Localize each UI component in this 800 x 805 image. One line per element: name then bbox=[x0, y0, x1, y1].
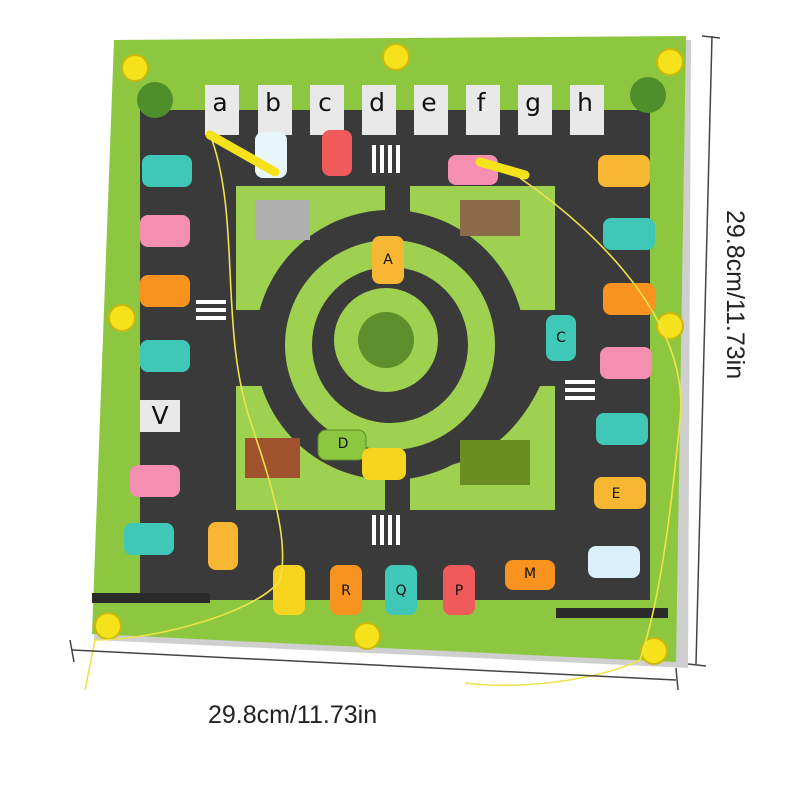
car-letter-q: Q bbox=[395, 583, 407, 599]
bottom-cars bbox=[208, 522, 555, 615]
center-tree bbox=[358, 312, 414, 368]
car-letter-c: C bbox=[556, 330, 566, 346]
height-dimension-label: 29.8cm/11.73in bbox=[721, 210, 749, 380]
left-cars bbox=[124, 155, 192, 555]
pen-strings bbox=[84, 139, 682, 691]
top-slot-letter-c: c bbox=[318, 88, 332, 117]
car-letter-p: P bbox=[454, 583, 464, 599]
island-bottom-left bbox=[236, 386, 385, 510]
bottom-slot-left bbox=[92, 593, 210, 603]
car-letter-e: E bbox=[611, 486, 621, 502]
top-slot-letter-g: g bbox=[525, 88, 541, 117]
left-slot-letter: V bbox=[140, 400, 180, 432]
car-letter-d: D bbox=[337, 436, 349, 452]
car-letter-m: M bbox=[523, 566, 537, 582]
right-cars bbox=[588, 155, 655, 578]
car-letter-r: R bbox=[341, 583, 351, 599]
top-slot-letter-b: b bbox=[265, 88, 281, 117]
tree-left bbox=[137, 82, 173, 118]
tree-right bbox=[630, 77, 666, 113]
crosswalks bbox=[196, 145, 595, 545]
board-knobs bbox=[94, 43, 684, 665]
buildings bbox=[245, 200, 530, 485]
top-slot-letter-e: e bbox=[421, 88, 437, 117]
top-slot-letter-f: f bbox=[476, 88, 486, 117]
top-slot-letter-h: h bbox=[577, 88, 593, 117]
bottom-slot-right bbox=[556, 608, 668, 618]
magnet-pens bbox=[205, 130, 530, 180]
width-dimension-label: 29.8cm/11.73in bbox=[208, 701, 378, 729]
top-slot-letter-a: a bbox=[212, 88, 228, 117]
top-slot-letter-d: d bbox=[369, 88, 385, 117]
dimension-lines bbox=[69, 35, 721, 691]
top-parking-slots bbox=[205, 85, 604, 135]
car-letter-a: A bbox=[383, 252, 393, 268]
